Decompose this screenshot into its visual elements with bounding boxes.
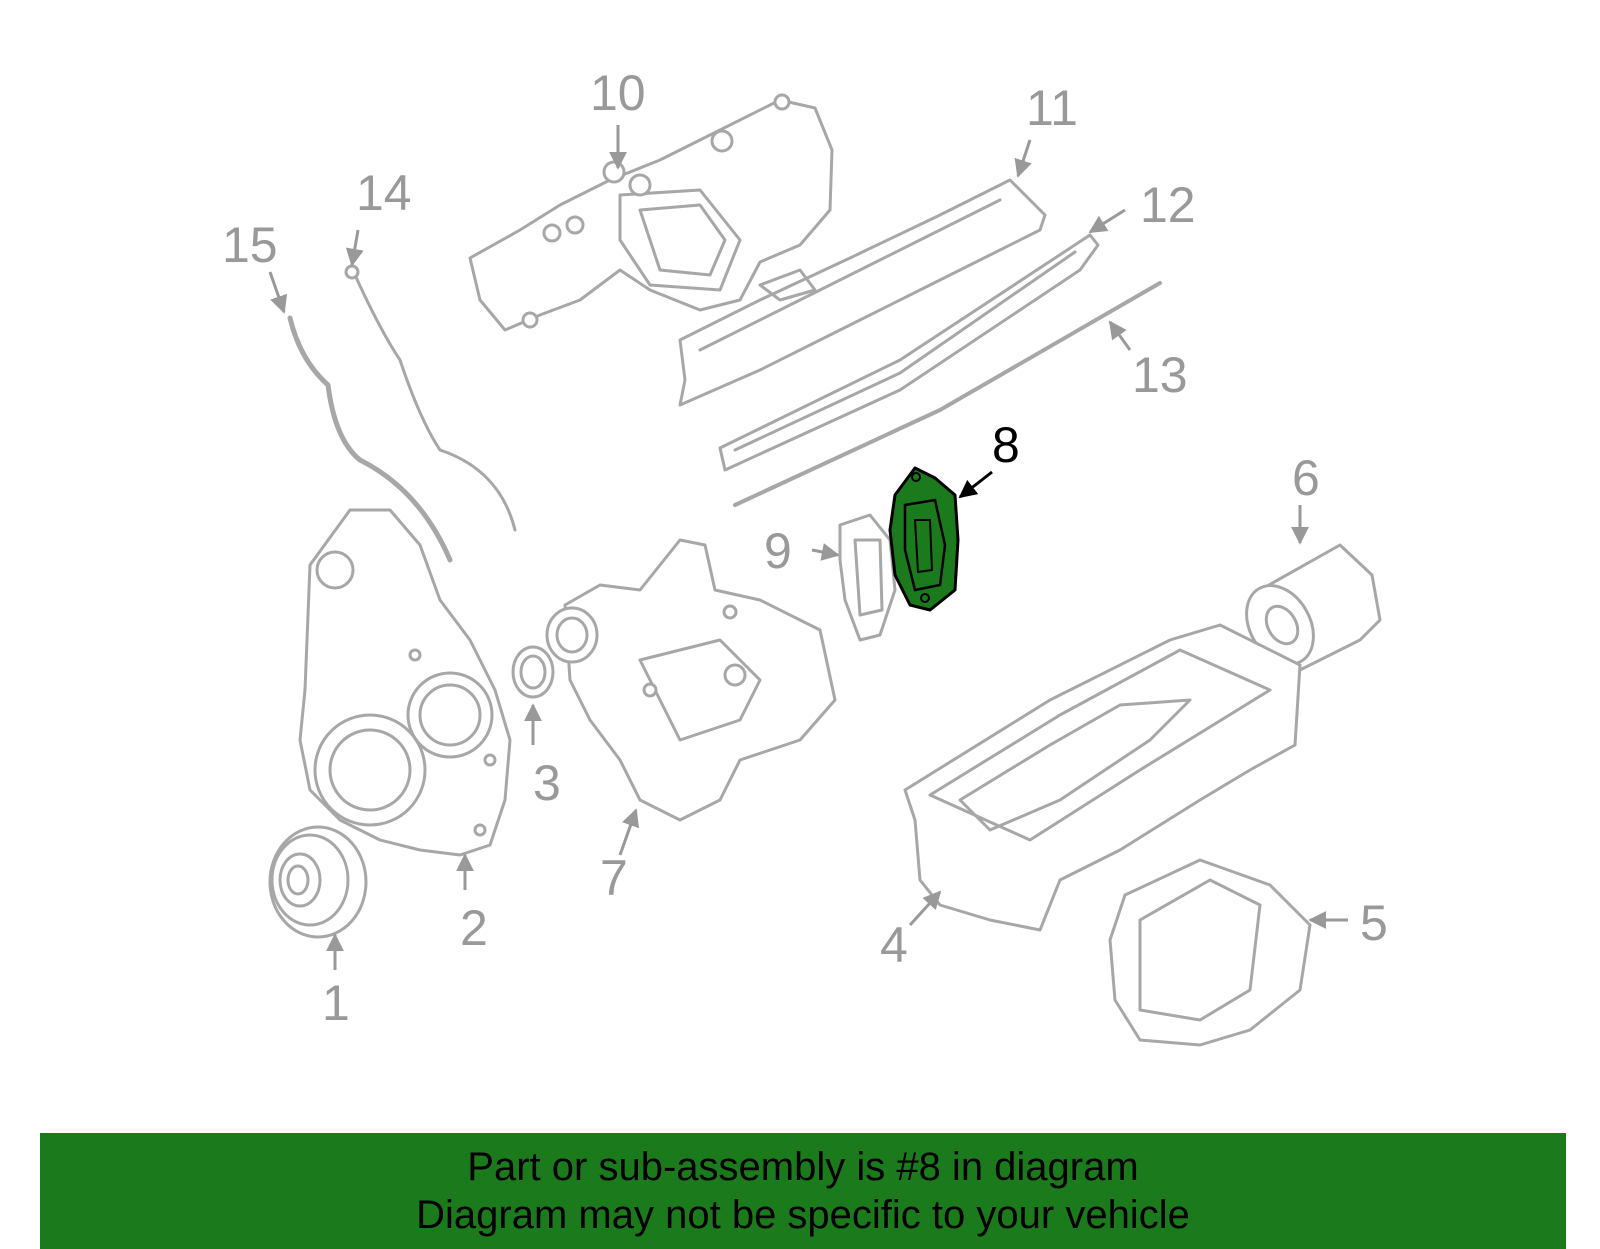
- callout-11[interactable]: 11: [1026, 80, 1078, 136]
- part-15-dipstick-tube[interactable]: [287, 315, 453, 563]
- callout-7[interactable]: 7: [600, 850, 628, 906]
- callout-10[interactable]: 10: [590, 65, 646, 121]
- callout-6[interactable]: 6: [1292, 450, 1320, 506]
- callout-13[interactable]: 13: [1132, 347, 1188, 403]
- part-7-oil-pump-housing[interactable]: [545, 538, 837, 822]
- callout-5[interactable]: 5: [1360, 895, 1388, 951]
- callout-9[interactable]: 9: [764, 523, 792, 579]
- part-9-gasket[interactable]: [838, 513, 897, 642]
- part-1-crank-pulley[interactable]: [268, 825, 368, 939]
- part-12-cover-gasket[interactable]: [718, 233, 1100, 472]
- info-banner: Part or sub-assembly is #8 in diagram Di…: [40, 1133, 1566, 1249]
- callout-3[interactable]: 3: [533, 755, 561, 811]
- banner-line-2: Diagram may not be specific to your vehi…: [416, 1193, 1190, 1237]
- part-5-lower-pan[interactable]: [1108, 858, 1312, 1047]
- callout-15[interactable]: 15: [222, 217, 278, 273]
- callout-12[interactable]: 12: [1140, 177, 1196, 233]
- callout-8[interactable]: 8: [992, 417, 1020, 473]
- part-3-oil-seal[interactable]: [511, 645, 555, 699]
- callout-14[interactable]: 14: [356, 165, 412, 221]
- callout-1[interactable]: 1: [322, 975, 350, 1031]
- part-13-seal-strip[interactable]: [733, 281, 1162, 507]
- callout-4[interactable]: 4: [880, 917, 908, 973]
- callout-2[interactable]: 2: [460, 900, 488, 956]
- part-11-valve-cover[interactable]: [678, 178, 1047, 407]
- part-6-oil-filter[interactable]: [1233, 543, 1382, 676]
- part-8-highlighted[interactable]: [888, 466, 960, 612]
- part-2-timing-cover[interactable]: [298, 508, 512, 857]
- banner-line-1: Part or sub-assembly is #8 in diagram: [467, 1145, 1139, 1189]
- leader-arrows: [268, 125, 1348, 970]
